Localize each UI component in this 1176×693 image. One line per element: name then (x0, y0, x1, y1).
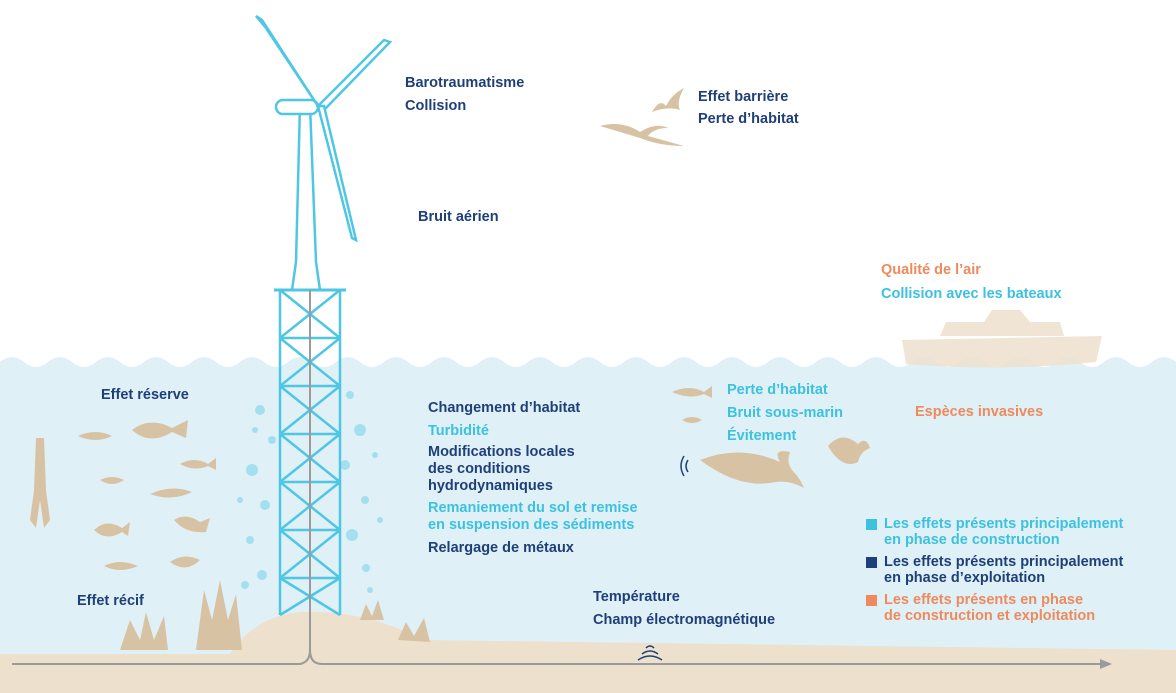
label-qualite-air: Qualité de l’air (881, 262, 981, 278)
label-collision: Collision (405, 98, 467, 114)
label-bruit-aerien: Bruit aérien (418, 209, 499, 225)
label-modifications-1: Modifications locales (428, 444, 575, 460)
label-modifications-2: des conditions (428, 461, 531, 477)
legend-item-exploitation: Les effets présents principalement en ph… (862, 554, 1162, 586)
bat-icon (652, 88, 684, 112)
label-bruit-sous-marin: Bruit sous-marin (727, 405, 844, 421)
sea-water (0, 357, 1176, 693)
label-especes-invasives: Espèces invasives (915, 404, 1044, 420)
legend-line-1: Les effets présents en phase (884, 592, 1084, 608)
legend: Les effets présents principalement en ph… (862, 516, 1162, 630)
label-effet-reserve: Effet réserve (101, 387, 189, 403)
sound-wave-seabed-icon (637, 645, 663, 661)
label-perte-habitat-mer: Perte d’habitat (727, 382, 828, 398)
turtle-icon (828, 437, 870, 464)
legend-swatch-cyan (866, 519, 877, 530)
legend-swatch-orange (866, 595, 877, 606)
legend-swatch-navy (866, 557, 877, 568)
dolphin-icon (700, 451, 804, 488)
label-effet-barriere: Effet barrière (698, 89, 789, 105)
coral-icon (120, 580, 430, 650)
legend-line-2: en phase de construction (884, 532, 1060, 548)
legend-line-1: Les effets présents principalement (884, 554, 1124, 570)
label-relargage: Relargage de métaux (428, 540, 574, 556)
legend-line-1: Les effets présents principalement (884, 516, 1124, 532)
label-champ-electromagnetique: Champ électromagnétique (593, 612, 776, 628)
label-remaniement-1: Remaniement du sol et remise (428, 500, 638, 516)
seabed (0, 611, 1176, 693)
fish-icon (78, 386, 712, 570)
squid-icon (30, 438, 50, 528)
label-changement-habitat: Changement d’habitat (428, 400, 581, 416)
seagull-icon (600, 124, 684, 146)
label-evitement: Évitement (727, 428, 797, 444)
legend-line-2: de construction et exploitation (884, 608, 1096, 624)
cable-arrow-icon (1100, 659, 1112, 669)
label-remaniement-2: en suspension des sédiments (428, 517, 635, 533)
label-turbidite: Turbidité (428, 423, 489, 439)
ship-icon (902, 310, 1102, 368)
sediment-bubbles (237, 391, 383, 593)
export-cable (309, 649, 1100, 665)
label-perte-habitat-air: Perte d’habitat (698, 111, 799, 127)
label-temperature: Température (593, 589, 680, 605)
legend-item-both: Les effets présents en phase de construc… (862, 592, 1162, 624)
label-barotraumatisme: Barotraumatisme (405, 75, 525, 91)
label-modifications-3: hydrodynamiques (428, 478, 553, 494)
label-effet-recif: Effet récif (77, 593, 144, 609)
legend-item-construction: Les effets présents principalement en ph… (862, 516, 1162, 548)
legend-line-2: en phase d’exploitation (884, 570, 1046, 586)
label-collision-bateaux: Collision avec les bateaux (881, 286, 1062, 302)
sound-wave-icon (680, 455, 689, 477)
